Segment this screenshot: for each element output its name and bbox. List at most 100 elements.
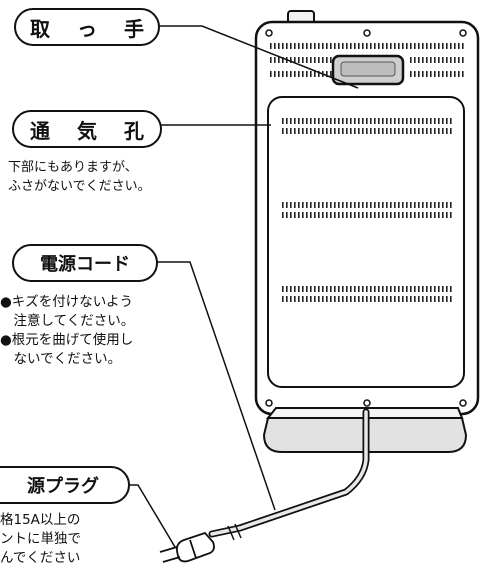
vent-slot <box>426 43 428 49</box>
vent-slot <box>426 286 428 292</box>
vent-slot <box>326 296 328 302</box>
vent-slot <box>418 118 420 124</box>
vent-slot <box>422 286 424 292</box>
vent-slot <box>330 296 332 302</box>
vent-slot <box>294 43 296 49</box>
vent-slot <box>442 43 444 49</box>
vent-slot <box>418 71 420 77</box>
vent-slot <box>342 118 344 124</box>
vent-slot <box>306 212 308 218</box>
vent-slot <box>422 118 424 124</box>
vent-slot <box>430 128 432 134</box>
leader-cord <box>156 261 276 511</box>
leader-lines <box>128 25 359 548</box>
vent-slot <box>354 43 356 49</box>
vent-slot <box>370 202 372 208</box>
screw <box>265 399 273 407</box>
vent-slot <box>354 128 356 134</box>
vent-slot <box>298 71 300 77</box>
vent-slot <box>430 57 432 63</box>
vent-slot <box>394 118 396 124</box>
vent-slot <box>414 212 416 218</box>
vent-slot <box>314 57 316 63</box>
vent-slot <box>270 71 272 77</box>
screw <box>363 29 371 37</box>
vent-slot <box>358 202 360 208</box>
vent-slot <box>378 212 380 218</box>
vent-slot <box>446 286 448 292</box>
vent-slot <box>338 43 340 49</box>
vent-slot <box>426 128 428 134</box>
vent-slot <box>394 43 396 49</box>
vent-slot <box>310 296 312 302</box>
power-plug <box>159 531 215 563</box>
vent-slot <box>442 296 444 302</box>
vent-slot <box>430 71 432 77</box>
vent-slot <box>446 43 448 49</box>
vent-slot <box>278 71 280 77</box>
vent-slot <box>410 212 412 218</box>
vent-slot <box>322 57 324 63</box>
vent-slot <box>314 128 316 134</box>
vent-slot <box>450 296 452 302</box>
vent-slot <box>302 128 304 134</box>
vent-slot <box>394 286 396 292</box>
vent-slot <box>406 118 408 124</box>
vent-slot <box>450 202 452 208</box>
vent-slot <box>358 128 360 134</box>
vent-slot <box>390 296 392 302</box>
vent-slot <box>406 128 408 134</box>
vent-slot <box>414 43 416 49</box>
vent-slot <box>342 296 344 302</box>
vent-slot <box>306 202 308 208</box>
vent-slot <box>446 202 448 208</box>
vent-slot <box>398 128 400 134</box>
vent-slot <box>374 128 376 134</box>
vent-slot <box>322 296 324 302</box>
vent-slot <box>398 212 400 218</box>
vent-slot <box>310 202 312 208</box>
screw <box>363 399 371 407</box>
vent-slot <box>414 118 416 124</box>
vent-slot <box>306 43 308 49</box>
vent-slot <box>346 128 348 134</box>
vent-slot <box>446 118 448 124</box>
leader-plug <box>128 484 176 548</box>
handle-label: 取 っ 手 <box>14 8 160 46</box>
vent-slot <box>322 202 324 208</box>
vent-slot <box>334 286 336 292</box>
vent-slot <box>410 286 412 292</box>
vent-slot <box>302 57 304 63</box>
vent-slot <box>366 212 368 218</box>
vent-slot <box>386 212 388 218</box>
vent-slot <box>434 118 436 124</box>
vent-slot <box>366 202 368 208</box>
vent-slot <box>462 43 464 49</box>
vent-slot <box>414 128 416 134</box>
vent-slot <box>286 118 288 124</box>
vent-slot <box>346 286 348 292</box>
vent-slot <box>454 57 456 63</box>
vent-slot <box>394 128 396 134</box>
vent-slot <box>282 57 284 63</box>
vent-slot <box>290 118 292 124</box>
vent-slot <box>382 296 384 302</box>
vent-slot <box>418 43 420 49</box>
vent-slot <box>282 212 284 218</box>
vent-slot <box>338 296 340 302</box>
vent-slot <box>374 118 376 124</box>
vent-slot <box>310 212 312 218</box>
vent-slot <box>330 71 332 77</box>
vent-slot <box>398 118 400 124</box>
vent-slot <box>378 43 380 49</box>
vent-slot <box>338 202 340 208</box>
vent-slot <box>294 296 296 302</box>
vent-slot <box>426 57 428 63</box>
vent-slot <box>410 118 412 124</box>
vent-slot <box>270 57 272 63</box>
vent-slot <box>290 57 292 63</box>
vent-slot <box>374 43 376 49</box>
vent-slot <box>362 43 364 49</box>
vent-slot <box>406 212 408 218</box>
vent-slot <box>362 286 364 292</box>
